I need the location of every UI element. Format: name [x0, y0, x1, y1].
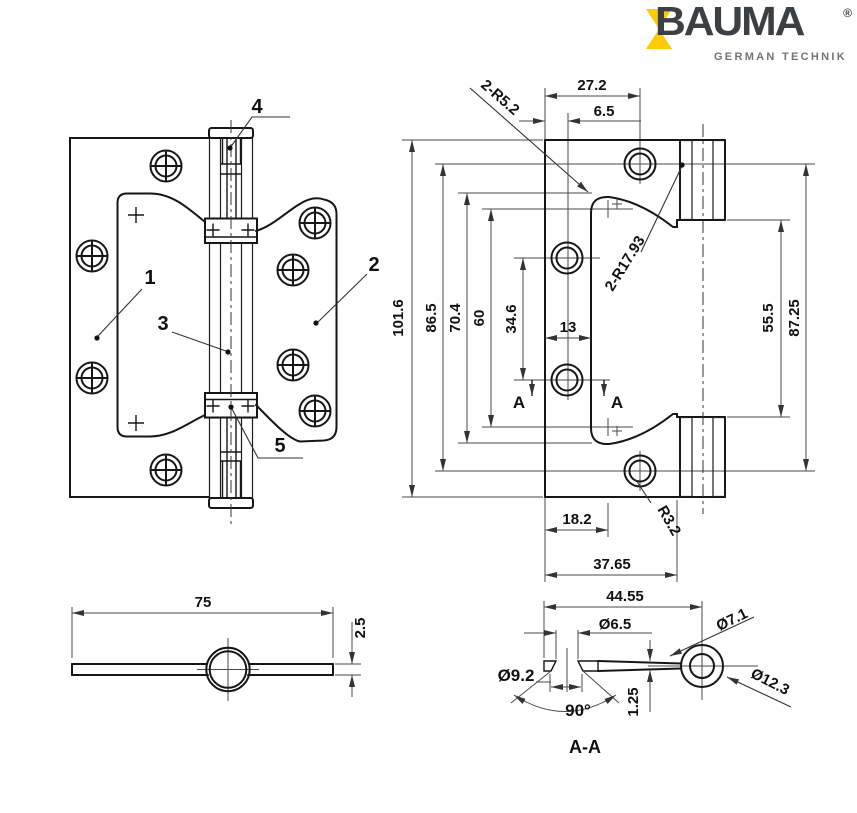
radius-leader-r1793	[640, 165, 683, 253]
profile-view: 75 2.5	[71, 594, 369, 701]
hole	[550, 363, 584, 397]
hole	[623, 147, 657, 181]
dimension-lines	[409, 93, 809, 578]
section-view: 44.55 Ø6.5 Ø9.2 90° 1.25 Ø7.1 Ø12.3 A-A	[498, 588, 793, 757]
leaf-holes	[550, 147, 657, 488]
radius-center-marks	[599, 199, 622, 436]
dim-86-5: 86.5	[423, 303, 440, 332]
dim-6-5: 6.5	[594, 103, 615, 120]
dim-13: 13	[560, 319, 577, 336]
leaf2-outline	[255, 197, 338, 443]
screw-head	[75, 239, 109, 273]
section-label-a-left: A	[513, 393, 525, 412]
logo-tagline: GERMAN TECHNIK	[713, 51, 847, 63]
part-number-3: 3	[157, 313, 168, 335]
dim-2-r5-2: 2-R5.2	[477, 76, 522, 118]
screw-head	[298, 394, 332, 428]
hole	[550, 241, 584, 275]
screw-head	[276, 253, 310, 287]
part-number-5: 5	[274, 435, 285, 457]
part-number-4: 4	[251, 96, 263, 118]
plan-view: 27.2 6.5 13 18.2 37.65 101.6 86.5 70.4 6…	[390, 76, 815, 582]
leaf1-flag-plate	[116, 192, 206, 438]
dim-2-5: 2.5	[352, 618, 369, 639]
logo-bowtie-icon	[646, 9, 672, 49]
section-title: A-A	[569, 737, 601, 757]
dim-55-5: 55.5	[760, 303, 777, 332]
part-number-2: 2	[368, 254, 379, 276]
dim-r3-2: R3.2	[654, 503, 685, 539]
dim-87-25: 87.25	[786, 299, 803, 337]
part-leaders	[94, 116, 368, 459]
dim-edge-thickness: 1.25	[625, 687, 642, 716]
dim-44-55: 44.55	[606, 588, 644, 605]
dim-18-2: 18.2	[562, 511, 591, 528]
dim-37-65: 37.65	[593, 556, 631, 573]
dim-2-r17-93: 2-R17.93	[602, 233, 649, 294]
plate-cross-marks	[128, 207, 144, 431]
leaf-profile	[71, 646, 334, 693]
radius-leader-r52	[469, 87, 589, 193]
part-number-1: 1	[144, 267, 155, 289]
extension-lines	[402, 88, 815, 582]
bauma-logo: BAUMA ® GERMAN TECHNIK	[644, 0, 852, 66]
section-label-a-right: A	[611, 393, 623, 412]
dim-60: 60	[471, 310, 488, 327]
knuckle-od-leader	[726, 676, 792, 708]
angle-arc	[513, 694, 617, 712]
logo-brand-text: BAUMA	[655, 0, 805, 44]
dim-pin-hole-dia: Ø7.1	[714, 605, 751, 635]
dim-knuckle-dia: Ø12.3	[748, 665, 792, 699]
fillet-leader-r32	[635, 479, 652, 504]
knuckle-hatch	[679, 139, 726, 498]
pin-hole-leader	[669, 616, 755, 657]
section-cut-markers	[529, 380, 607, 396]
screw-head	[149, 453, 183, 487]
countersink-wedge	[576, 660, 599, 672]
extension-lines	[536, 601, 758, 700]
screw-head	[276, 348, 310, 382]
screw-heads	[75, 149, 332, 487]
dim-70-4: 70.4	[447, 303, 464, 333]
dim-34-6: 34.6	[503, 304, 520, 333]
dim-75: 75	[195, 594, 212, 611]
dim-countersink-dia: Ø9.2	[498, 666, 535, 685]
leaf-section	[597, 644, 724, 688]
dim-hole-dia: Ø6.5	[599, 616, 632, 633]
leaf1-outline	[69, 137, 210, 498]
assembly-view: 1 2 3 4 5	[69, 96, 380, 524]
screw-head	[298, 206, 332, 240]
dim-101-6: 101.6	[390, 299, 407, 337]
dim-27-2: 27.2	[577, 77, 606, 94]
dim-countersink-angle: 90°	[565, 701, 591, 720]
screw-head	[149, 149, 183, 183]
pin-internals	[220, 138, 242, 497]
countersink-wedge	[543, 660, 558, 672]
registered-trademark-icon: ®	[843, 6, 852, 20]
screw-head	[75, 361, 109, 395]
